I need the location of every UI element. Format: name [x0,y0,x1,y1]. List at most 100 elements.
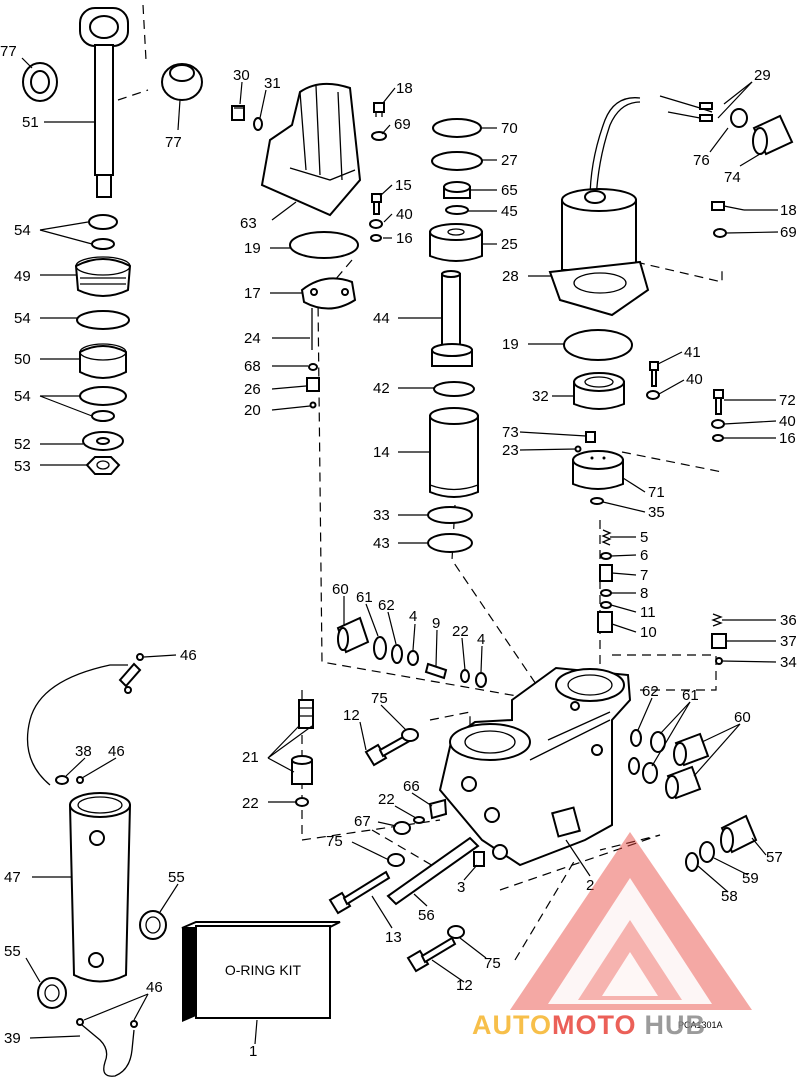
part-67-plug [393,821,411,835]
part-22-oring-a [460,669,470,683]
part-75-washer-middle [387,853,405,867]
callout-18-b: 18 [780,202,797,219]
part-58-oring [685,852,699,872]
part-27-oring [431,151,483,171]
callout-74: 74 [724,169,741,186]
part-62-oring-left [391,644,403,664]
callout-50: 50 [14,351,31,368]
part-33-oring [427,506,473,524]
callout-69-b: 69 [780,224,797,241]
part-61-oring-left [373,636,387,660]
part-22-oring-c [413,816,425,824]
part-5-spring [601,529,612,546]
callout-10: 10 [640,624,657,641]
part-71-pump [572,450,624,490]
callout-21: 21 [242,749,259,766]
part-46-hose-upper [26,653,144,786]
part-19-oring-upper [289,231,359,259]
callout-77-a: 77 [0,43,17,60]
part-10-valve-body [597,611,613,633]
part-2-manifold-housing [438,666,632,867]
callout-24: 24 [244,330,261,347]
part-6-oring [600,552,612,560]
callout-66: 66 [403,778,420,795]
callout-67: 67 [354,813,371,830]
callout-43: 43 [373,535,390,552]
callout-31: 31 [264,75,281,92]
part-43-oring [427,533,473,553]
callout-65: 65 [501,182,518,199]
callout-34: 34 [780,654,797,671]
callout-41: 41 [684,344,701,361]
part-68-ball [308,363,318,371]
callout-5: 5 [640,529,648,546]
part-37-plug [711,633,727,649]
callout-27: 27 [501,152,518,169]
callout-8: 8 [640,585,648,602]
callout-33: 33 [373,507,390,524]
callout-60-b: 60 [734,709,751,726]
callout-35: 35 [648,504,665,521]
callout-22-c: 22 [378,791,395,808]
part-15-screw [371,193,382,215]
part-54-oring-middle [76,310,130,330]
part-61-oring-right [642,731,666,784]
callout-71: 71 [648,484,665,501]
callout-62-b: 62 [642,683,659,700]
callout-46-c: 46 [146,979,163,996]
part-19-oring-right [563,329,633,361]
part-18-screw-top [373,102,385,117]
part-76-washer [730,108,748,128]
part-62-oring-right [628,729,642,775]
part-39-hose [76,1018,138,1077]
callout-19-a: 19 [244,240,261,257]
callout-15: 15 [395,177,412,194]
callout-38: 38 [75,743,92,760]
callout-75-c: 75 [484,955,501,972]
part-63-reservoir-cover [260,82,362,217]
callout-56: 56 [418,907,435,924]
callout-77-b: 77 [165,134,182,151]
callout-58: 58 [721,888,738,905]
callout-4-b: 4 [477,631,485,648]
callout-36: 36 [780,612,797,629]
figure-code: PCA1301A [678,1020,723,1030]
part-66-screen [428,798,448,820]
part-52-washer [82,431,124,451]
callout-54-c: 54 [14,388,31,405]
callout-12-a: 12 [343,707,360,724]
part-35-oring [590,497,604,505]
callout-73: 73 [502,424,519,441]
callout-61-b: 61 [682,687,699,704]
part-26-plunger [306,377,320,392]
part-75-washer-upper [401,728,419,742]
part-38-oring [55,775,69,785]
callout-22-a: 22 [452,623,469,640]
callout-16-b: 16 [779,430,796,447]
part-65-cap [443,181,471,199]
callout-76: 76 [693,152,710,169]
part-75-washer-lower [447,925,465,939]
callout-23: 23 [502,442,519,459]
callout-1: 1 [249,1043,257,1060]
callout-44: 44 [373,310,390,327]
part-13-bolt [328,870,391,915]
part-70-oring [432,118,482,138]
part-36-spring [711,613,723,627]
callout-62-a: 62 [378,597,395,614]
part-16-washer-c [712,434,724,442]
part-23-ball [574,445,582,453]
part-30-screw [231,105,245,121]
callout-63: 63 [240,215,257,232]
callout-20: 20 [244,402,261,419]
part-14-trim-cylinder [429,407,479,498]
callout-17: 17 [244,285,261,302]
part-18-screw-right [711,201,745,211]
callout-54-a: 54 [14,222,31,239]
callout-13: 13 [385,929,402,946]
part-49-cap [74,256,132,297]
part-55-bushing-right [139,910,167,940]
callout-32: 32 [532,388,549,405]
callout-6: 6 [640,547,648,564]
